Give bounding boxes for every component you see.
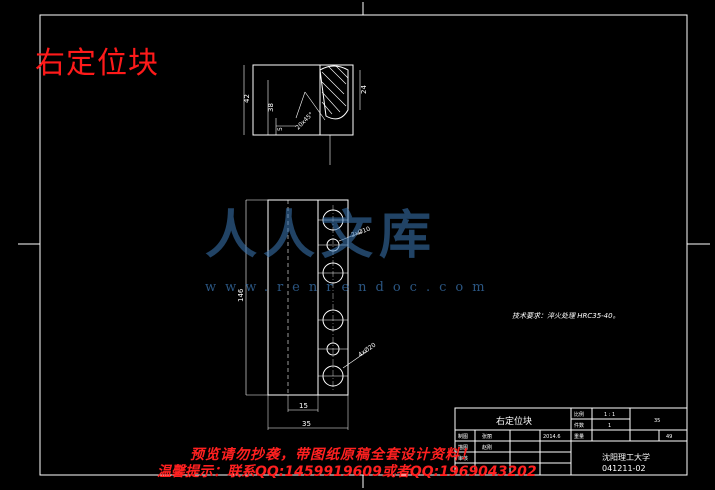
dim-146: 146: [237, 288, 245, 302]
dim-15: 15: [299, 402, 308, 410]
qty-value: 1: [608, 423, 611, 429]
dim-38: 38: [267, 103, 275, 112]
watermark-url: www.renrendoc.com: [205, 280, 494, 295]
material: 35: [654, 418, 660, 424]
dim-5: 5: [277, 127, 284, 131]
technical-requirement: 技术要求：淬火处理 HRC35-40。: [512, 312, 620, 320]
row3-c1: 审核: [458, 455, 468, 462]
front-view: [245, 199, 367, 430]
row2-c2: 赵刚: [482, 444, 492, 451]
row1-c2: 张丽: [482, 433, 492, 440]
weight-label: 重量: [574, 433, 584, 440]
qty-label: 件数: [574, 422, 584, 429]
watermark-text: 人人文库: [205, 205, 438, 266]
part-title: 右定位块: [35, 46, 159, 81]
dim-large-holes: 4xØ20: [357, 341, 377, 358]
dim-35: 35: [302, 420, 311, 428]
title-block: [454, 407, 688, 476]
notice-line-2: 温馨提示：联系QQ:1459919609或者QQ:1969043202: [157, 464, 537, 480]
row1-c1: 制图: [458, 433, 468, 440]
school-name: 沈阳理工大学: [602, 452, 650, 462]
row1-c3: 2014.6: [543, 434, 561, 440]
top-view: [243, 64, 361, 165]
sheet: 49: [666, 434, 672, 440]
dim-24: 24: [360, 85, 368, 94]
title-block-name: 右定位块: [496, 415, 532, 427]
dim-42: 42: [243, 94, 251, 103]
scale-value: 1 : 1: [604, 412, 615, 418]
row2-c1: 描图: [458, 444, 468, 451]
notice-line-1: 预览请勿抄袭，带图纸原稿全套设计资料！: [190, 447, 475, 463]
drawing-number: 041211-02: [602, 464, 646, 473]
scale-label: 比例: [574, 411, 584, 418]
